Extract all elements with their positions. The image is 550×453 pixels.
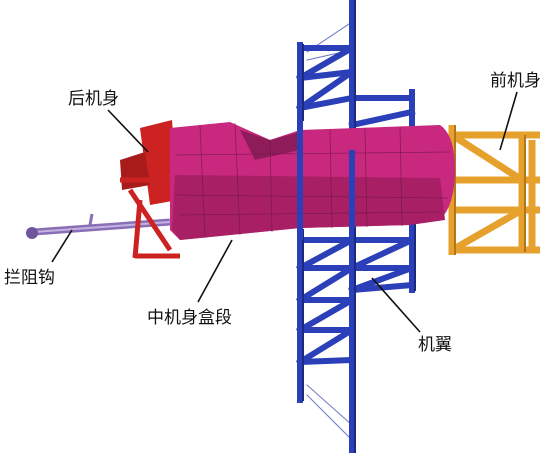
wing-structure bbox=[295, 0, 416, 453]
label-center-fuselage-box: 中机身盒段 bbox=[147, 308, 232, 328]
front-fuselage-fixture bbox=[448, 125, 540, 255]
wing-lower-truss bbox=[295, 217, 416, 453]
wing-root-spars bbox=[297, 120, 355, 240]
arresting-hook bbox=[26, 213, 171, 239]
rear-fuselage-fixture bbox=[120, 120, 180, 259]
leader-lines bbox=[51, 91, 518, 333]
label-arresting-hook: 拦阻钩 bbox=[4, 268, 55, 288]
label-rear-fuselage: 后机身 bbox=[68, 89, 119, 109]
wing-upper-truss bbox=[295, 0, 416, 158]
label-front-fuselage: 前机身 bbox=[490, 71, 541, 91]
center-fuselage bbox=[170, 122, 455, 240]
label-wing: 机翼 bbox=[418, 335, 452, 355]
